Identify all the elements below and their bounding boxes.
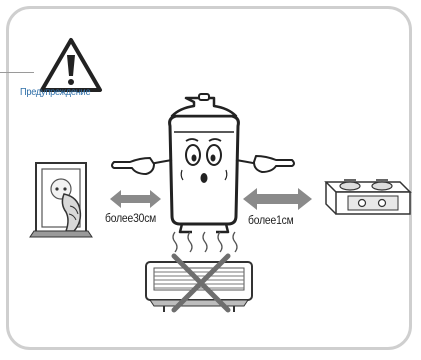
heater-prohibited-icon (146, 232, 252, 312)
right-distance-arrow (243, 188, 312, 210)
warning-label: Предупреждение (20, 86, 112, 98)
left-distance-arrow (110, 190, 161, 208)
distance-label-left: более30см (105, 211, 156, 225)
distance-label-right: более1см (248, 213, 294, 227)
gas-stove-icon (326, 180, 410, 214)
warning-triangle-icon (42, 40, 100, 90)
wall-socket-icon (30, 163, 92, 237)
